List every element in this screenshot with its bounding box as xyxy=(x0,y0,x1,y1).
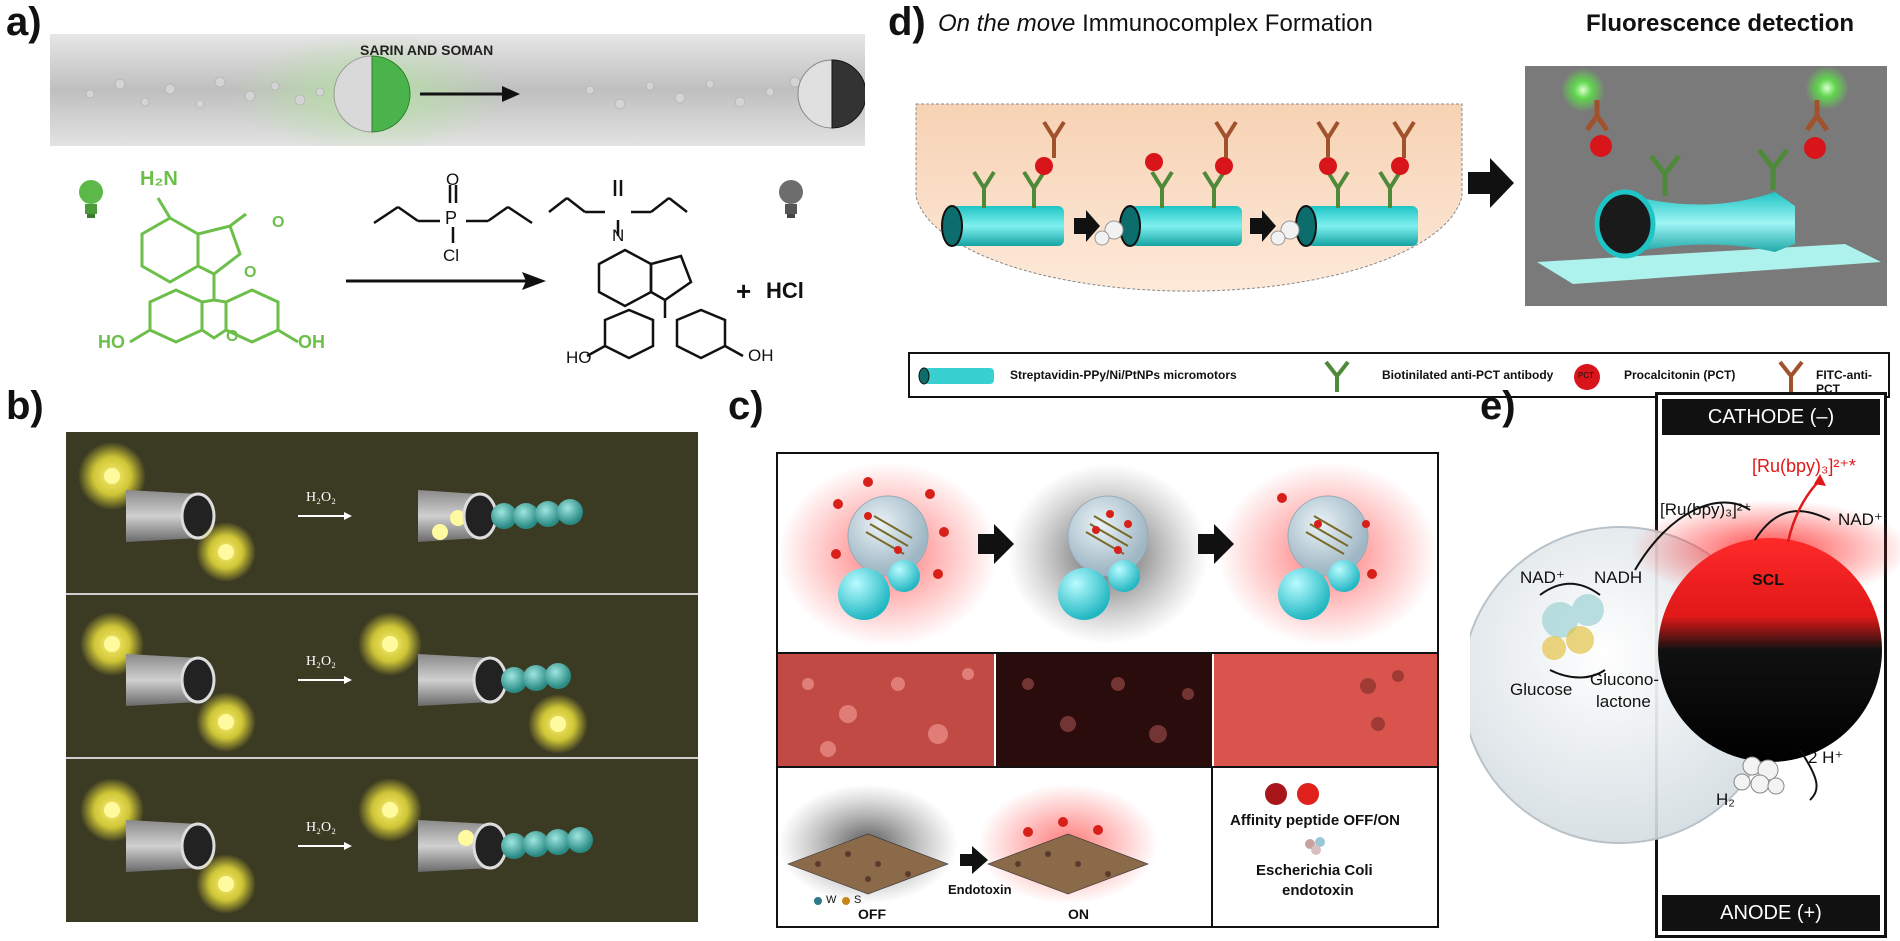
nad-plus-right: NAD⁺ xyxy=(1838,510,1883,529)
legend-pct-tag: PCT xyxy=(1578,371,1594,380)
fluorescence-graphic xyxy=(1537,66,1881,284)
label-oh-left: OH xyxy=(298,332,325,352)
nad-plus-left: NAD⁺ xyxy=(1520,568,1565,587)
anode-bar: ANODE (+) xyxy=(1662,895,1880,931)
panel-a-banner: SARIN AND SOMAN xyxy=(50,34,867,154)
hcl-byproduct: HCl xyxy=(766,278,804,303)
panel-d-title: On the move Immunocomplex Formation xyxy=(938,10,1373,38)
label-o-top: O xyxy=(446,170,460,189)
immunocomplex-bowl xyxy=(915,103,1463,292)
label-n: N xyxy=(612,226,625,245)
w-label: W xyxy=(826,894,837,906)
nadh-label: NADH xyxy=(1594,568,1643,587)
panel-d-title-right: Fluorescence detection xyxy=(1586,10,1855,37)
h2o2-label-row1: H₂O₂ xyxy=(306,490,336,505)
big-arrow-icon xyxy=(1468,158,1514,208)
legend-endotoxin-1: Escherichia Coli xyxy=(1256,862,1373,879)
endotoxin-icon xyxy=(1305,837,1325,855)
label-p: P xyxy=(445,208,458,228)
fluorescein-amine-structure xyxy=(129,197,299,344)
panel-b-rows xyxy=(66,442,698,914)
label-o-lactone: O xyxy=(244,264,257,281)
glucose-label: Glucose xyxy=(1510,680,1573,699)
panel-d-label: d) xyxy=(888,0,926,44)
microsphere-banner xyxy=(50,34,867,154)
legend-endotoxin-2: endotoxin xyxy=(1282,882,1354,899)
legend-antibody: Biotinilated anti-PCT antibody xyxy=(1382,368,1554,382)
micromotor-icon xyxy=(918,367,994,385)
banner-text: SARIN AND SOMAN xyxy=(360,42,494,58)
product-structure xyxy=(548,180,744,360)
h2o2-label-row3: H₂O₂ xyxy=(306,820,336,835)
fitc-icon xyxy=(1778,360,1804,392)
label-cl: Cl xyxy=(443,246,460,265)
legend-micromotor: Streptavidin-PPy/Ni/PtNPs micromotors xyxy=(1010,368,1237,382)
s-label: S xyxy=(854,894,862,906)
panel-c-label: c) xyxy=(728,384,764,428)
antibody-icon xyxy=(1324,360,1350,392)
pct-icon xyxy=(1574,364,1600,390)
panel-c-frame: Affinity peptide OFF/ON Escherichia Coli… xyxy=(776,452,1439,928)
title-italic: On the move xyxy=(938,10,1076,37)
panel-b-frame: H₂O₂ H₂O₂ H₂O₂ xyxy=(66,432,698,922)
fluorescence-box xyxy=(1525,66,1887,306)
reaction-arrow xyxy=(346,272,546,290)
chlorophosphate-structure xyxy=(373,185,533,243)
panel-b-label: b) xyxy=(6,384,44,428)
step-endotoxin-label: Endotoxin xyxy=(948,882,1012,897)
label-o-ring: O xyxy=(226,328,239,345)
plus-sign: + xyxy=(736,276,752,306)
label-ho-right: HO xyxy=(566,348,592,367)
grey-bulb-icon xyxy=(779,180,803,218)
panel-d-legend: Streptavidin-PPy/Ni/PtNPs micromotors Bi… xyxy=(908,352,1890,398)
label-o-carbonyl: O xyxy=(272,214,285,231)
legend-pct: Procalcitonin (PCT) xyxy=(1624,368,1736,382)
label-h2n: H₂N xyxy=(140,168,178,190)
legend-peptide: Affinity peptide OFF/ON xyxy=(1230,812,1400,829)
panel-c-graphic xyxy=(778,462,1438,926)
off-label: OFF xyxy=(858,906,886,922)
two-h-label: 2 H⁺ xyxy=(1808,748,1844,767)
title-rest: Immunocomplex Formation xyxy=(1082,10,1373,37)
ru-black-label: [Ru(bpy)₃]²⁺ xyxy=(1660,500,1752,519)
on-label: ON xyxy=(1068,906,1089,922)
gluconolactone-label-1: Glucono- xyxy=(1590,670,1659,689)
panel-e-label: e) xyxy=(1480,384,1516,428)
h2-label: H₂ xyxy=(1716,790,1735,809)
panel-a-label: a) xyxy=(6,0,42,44)
panel-e-graphic xyxy=(1470,474,1900,844)
cathode-bar: CATHODE (–) xyxy=(1662,399,1880,435)
gluconolactone-label-2: lactone xyxy=(1596,692,1651,711)
scl-label: SCL xyxy=(1752,572,1784,589)
label-ho-left: HO xyxy=(98,332,125,352)
green-bulb-icon xyxy=(79,180,103,218)
label-oh-right: OH xyxy=(748,346,774,365)
ru-red-label: [Ru(bpy)₃]²⁺* xyxy=(1752,456,1856,476)
h2o2-label-row2: H₂O₂ xyxy=(306,654,336,669)
